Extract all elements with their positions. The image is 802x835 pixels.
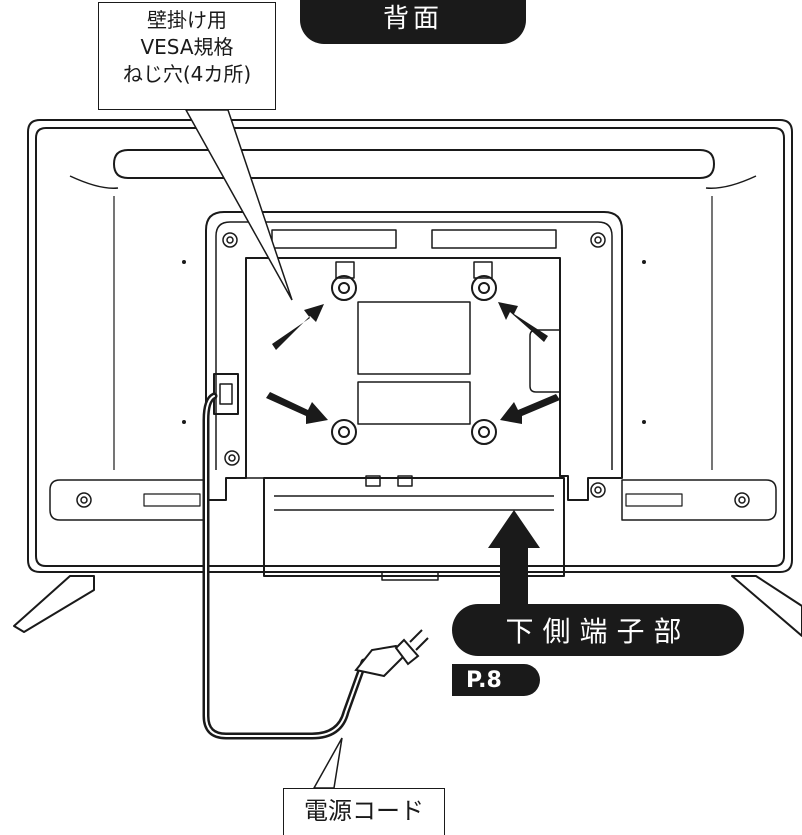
tv-outer-frame (27, 119, 793, 573)
vesa-callout-leader (184, 109, 293, 301)
power-cord-callout-box: 電源コード (283, 788, 445, 835)
vesa-callout-line-3: ねじ穴(4カ所) (122, 62, 252, 86)
vesa-callout-line-2: VESA規格 (140, 35, 234, 59)
stand-right (731, 575, 802, 637)
vesa-screw-holes (331, 275, 497, 445)
terminal-arrow (488, 510, 540, 604)
vent-grille (271, 229, 557, 249)
vesa-callout-box: 壁掛け用 VESA規格 ねじ穴(4カ所) (98, 2, 276, 110)
page-title: 背面 (300, 0, 526, 44)
label-panel-lower (357, 381, 471, 425)
label-panel-upper (357, 301, 471, 375)
terminal-box (263, 477, 565, 577)
terminal-label: 下側端子部 (452, 604, 744, 656)
power-inlet (213, 373, 239, 415)
screw-hole-arrows (266, 302, 560, 424)
vesa-callout-line-1: 壁掛け用 (147, 8, 227, 32)
back-plate (245, 257, 561, 479)
top-handle-slot (113, 149, 715, 179)
power-plug (354, 629, 429, 678)
cord-callout-leader (312, 737, 343, 789)
page-title-text: 背面 (382, 3, 443, 34)
stand-left (13, 575, 95, 633)
page-reference-badge: P.8 (452, 664, 540, 696)
tv-inner-frame (35, 127, 785, 567)
